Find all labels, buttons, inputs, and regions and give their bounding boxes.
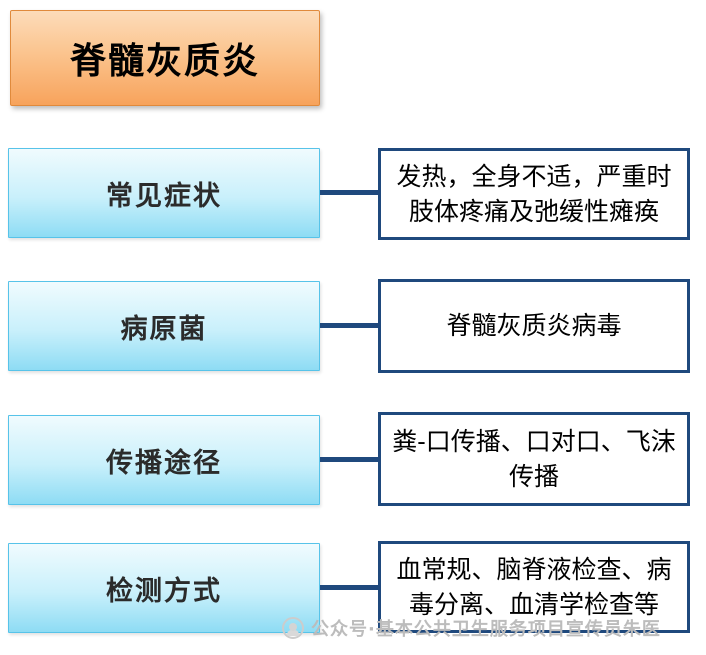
topic-box-detection: 检测方式 bbox=[8, 543, 320, 633]
wechat-account-logo-icon bbox=[282, 617, 304, 639]
connector-line bbox=[320, 323, 378, 328]
connector-line bbox=[320, 190, 378, 195]
detail-box-common-symptoms: 发热，全身不适，严重时肢体疼痛及弛缓性瘫痪 bbox=[378, 148, 690, 240]
topic-label: 常见症状 bbox=[106, 180, 222, 212]
detail-box-transmission: 粪-口传播、口对口、飞沫传播 bbox=[378, 412, 690, 506]
topic-box-pathogen: 病原菌 bbox=[8, 281, 320, 371]
detail-text: 发热，全身不适，严重时肢体疼痛及弛缓性瘫痪 bbox=[396, 161, 672, 227]
topic-box-transmission: 传播途径 bbox=[8, 415, 320, 505]
topic-label: 检测方式 bbox=[106, 575, 222, 607]
topic-label: 病原菌 bbox=[120, 313, 208, 345]
detail-text: 脊髓灰质炎病毒 bbox=[446, 311, 622, 341]
connector-line bbox=[320, 585, 378, 590]
detail-box-pathogen: 脊髓灰质炎病毒 bbox=[378, 279, 690, 373]
detail-text: 血常规、脑脊液检查、病毒分离、血清学检查等 bbox=[396, 554, 672, 620]
topic-label: 传播途径 bbox=[106, 447, 222, 479]
connector-line bbox=[320, 457, 378, 462]
title-box: 脊髓灰质炎 bbox=[10, 10, 320, 106]
detail-text: 粪-口传播、口对口、飞沫传播 bbox=[392, 426, 676, 492]
detail-box-detection: 血常规、脑脊液检查、病毒分离、血清学检查等 bbox=[378, 541, 690, 633]
watermark-text: 公众号·基本公共卫生服务项目宣传员朱医 bbox=[311, 619, 661, 640]
watermark: 公众号·基本公共卫生服务项目宣传员朱医 bbox=[282, 615, 661, 641]
topic-box-common-symptoms: 常见症状 bbox=[8, 148, 320, 238]
diagram-title: 脊髓灰质炎 bbox=[69, 40, 260, 82]
